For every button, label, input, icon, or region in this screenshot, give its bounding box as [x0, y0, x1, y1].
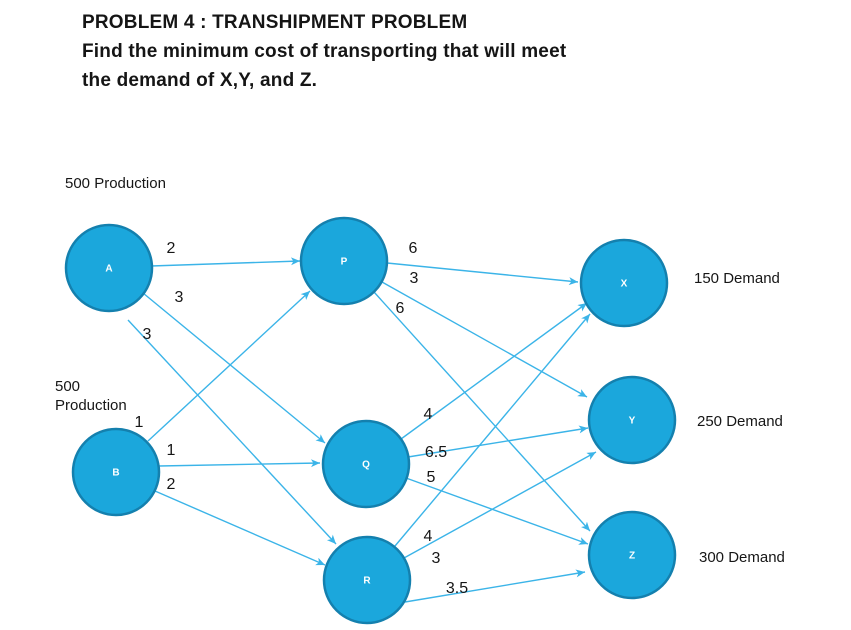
node-Z: Z — [587, 510, 677, 600]
edge-cost-R-X: 4 — [424, 528, 433, 545]
edge-cost-B-Q: 1 — [167, 442, 176, 459]
edge-cost-R-Y: 3 — [432, 550, 441, 567]
node-B-circle — [71, 427, 161, 517]
edge-cost-Q-Z: 5 — [427, 469, 436, 486]
edge-P-Z — [373, 291, 591, 532]
node-X-circle — [579, 238, 669, 328]
annotation-demand-z: 300 Demand — [699, 549, 785, 566]
node-Q-circle — [321, 419, 411, 509]
annotation-production-a: 500 Production — [65, 175, 166, 192]
edge-P-X — [386, 262, 579, 286]
edge-cost-B-R: 2 — [167, 476, 176, 493]
edge-cost-Q-X: 4 — [424, 406, 433, 423]
edge-Q-Z — [405, 477, 589, 545]
node-A-label: A — [105, 264, 112, 275]
node-B-label: B — [112, 468, 119, 479]
edge-B-P — [147, 290, 311, 442]
edge-cost-P-X: 6 — [409, 240, 418, 257]
edge-cost-R-Z: 3.5 — [446, 580, 468, 597]
title-line-3: the demand of X,Y, and Z. — [82, 70, 318, 91]
node-R-circle — [322, 535, 412, 625]
edge-Q-X — [400, 302, 588, 440]
edge-A-R — [127, 319, 337, 545]
node-Y: Y — [587, 375, 677, 465]
title-line-1: PROBLEM 4 : TRANSHIPMENT PROBLEM — [82, 12, 468, 33]
node-A: A — [64, 223, 154, 313]
annotation-demand-y: 250 Demand — [697, 413, 783, 430]
node-P-circle — [299, 216, 389, 306]
edge-R-Z — [404, 569, 586, 603]
edge-cost-Q-Y: 6.5 — [425, 444, 447, 461]
node-P: P — [299, 216, 389, 306]
edge-P-Y — [381, 281, 588, 398]
node-A-circle — [64, 223, 154, 313]
edge-cost-P-Y: 3 — [410, 270, 419, 287]
edge-cost-A-P: 2 — [167, 240, 176, 257]
node-Q: Q — [321, 419, 411, 509]
annotation-demand-x: 150 Demand — [694, 270, 780, 287]
edge-R-X — [394, 313, 591, 547]
node-R: R — [322, 535, 412, 625]
node-Z-label: Z — [629, 551, 635, 562]
node-X-label: X — [621, 279, 628, 290]
node-Q-label: Q — [362, 460, 370, 471]
title-line-2: Find the minimum cost of transporting th… — [82, 41, 567, 62]
node-Z-circle — [587, 510, 677, 600]
node-Y-label: Y — [629, 416, 636, 427]
node-P-label: P — [341, 257, 348, 268]
node-X: X — [579, 238, 669, 328]
edge-A-P — [150, 257, 301, 267]
edges-layer — [127, 257, 597, 603]
edge-B-R — [154, 490, 326, 566]
edge-B-Q — [158, 459, 321, 468]
edge-cost-B-P: 1 — [135, 414, 144, 431]
node-Y-circle — [587, 375, 677, 465]
edge-Q-Y — [407, 425, 589, 458]
title-block: PROBLEM 4 : TRANSHIPMENT PROBLEM Find th… — [82, 8, 566, 95]
edge-A-Q — [142, 292, 326, 444]
node-R-label: R — [363, 576, 371, 587]
edge-cost-P-Z: 6 — [396, 300, 405, 317]
node-B: B — [71, 427, 161, 517]
edge-cost-A-R: 3 — [143, 326, 152, 343]
edge-R-Y — [403, 451, 597, 559]
edge-cost-A-Q: 3 — [175, 289, 184, 306]
nodes-layer: A B P Q R X Y Z — [64, 216, 677, 625]
